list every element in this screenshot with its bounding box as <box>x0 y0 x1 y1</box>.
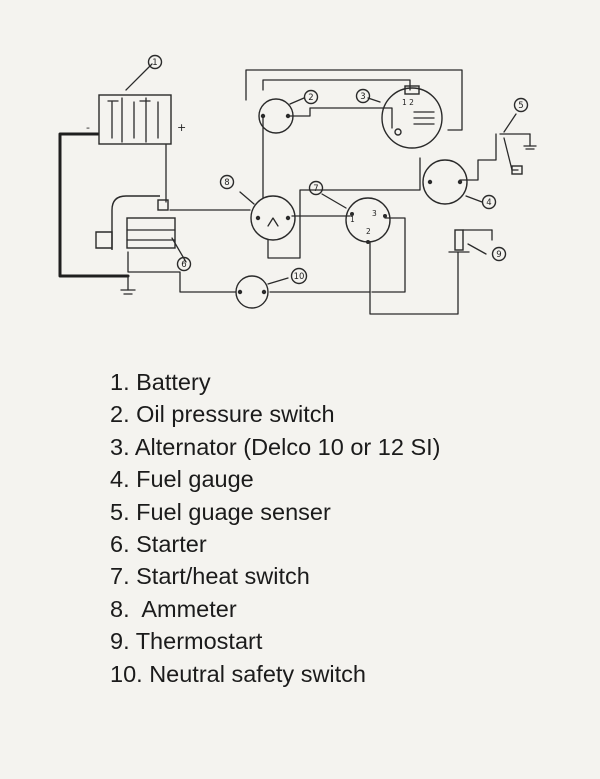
svg-text:3: 3 <box>360 92 365 102</box>
fuel-gauge <box>422 159 483 205</box>
legend-item-fuel-gauge-sender: 5. Fuel guage senser <box>110 498 331 525</box>
svg-text:2: 2 <box>308 93 313 103</box>
wire-neutral-safety <box>127 251 237 293</box>
wire-switch7-right <box>371 217 406 293</box>
svg-text:4: 4 <box>486 198 491 208</box>
wire-fuel-gauge-sender <box>459 133 497 181</box>
legend-item-thermostart: 9. Thermostart <box>110 628 263 655</box>
fuel-gauge-sender <box>499 113 537 175</box>
switch7-terminal-2: 2 <box>366 227 371 236</box>
svg-text:6: 6 <box>181 260 186 270</box>
callout-9: 9 <box>491 246 507 262</box>
legend-item-fuel-gauge: 4. Fuel gauge <box>110 466 254 493</box>
callout-8: 8 <box>219 174 235 190</box>
svg-text:9: 9 <box>496 250 501 260</box>
alternator-terminal-labels: 1 2 <box>402 98 414 107</box>
svg-text:10: 10 <box>294 272 305 282</box>
legend-item-alternator: 3. Alternator (Delco 10 or 12 SI) <box>110 433 441 460</box>
legend-item-starter: 6. Starter <box>110 531 207 558</box>
wire-switch7-down <box>369 241 459 315</box>
battery-plus-symbol: + <box>177 121 186 134</box>
callout-5: 5 <box>513 97 529 113</box>
battery-minus-symbol: - <box>86 121 90 134</box>
callout-10: 10 <box>290 267 308 285</box>
battery: - + <box>86 63 186 145</box>
svg-text:1: 1 <box>152 58 157 68</box>
oil-pressure-switch <box>258 97 305 134</box>
svg-text:5: 5 <box>518 101 523 111</box>
callout-2: 2 <box>303 89 319 105</box>
legend-item-start-heat-switch: 7. Start/heat switch <box>110 563 310 590</box>
legend-item-oil-pressure-switch: 2. Oil pressure switch <box>110 401 335 428</box>
switch7-terminal-1: 1 <box>350 215 355 224</box>
legend-item-battery: 1. Battery <box>110 369 211 395</box>
svg-text:8: 8 <box>224 178 229 188</box>
start-heat-switch: 1 2 3 <box>321 193 391 244</box>
switch7-terminal-3: 3 <box>372 209 377 218</box>
thermostart <box>448 229 493 255</box>
alternator: 1 2 <box>367 85 443 149</box>
callout-3: 3 <box>355 88 371 104</box>
wire-oil-switch-right <box>287 107 393 129</box>
callout-1: 1 <box>147 54 163 70</box>
neutral-safety-switch <box>235 275 289 309</box>
wire-ammeter-bottom <box>267 157 421 259</box>
legend-item-neutral-safety-switch: 10. Neutral safety switch <box>110 660 366 687</box>
ammeter <box>239 191 296 241</box>
callout-7: 7 <box>308 180 324 196</box>
callout-4: 4 <box>481 194 497 210</box>
wires <box>58 69 497 315</box>
wire-battery-negative <box>58 132 130 278</box>
svg-text:7: 7 <box>313 184 318 194</box>
wire-top-inner <box>262 79 411 91</box>
wire-top-loop <box>245 69 463 131</box>
wiring-diagram: - + 1 2 <box>58 54 537 315</box>
starter <box>95 195 187 295</box>
legend-item-ammeter: 8. Ammeter <box>110 595 237 622</box>
callout-6: 6 <box>176 256 192 272</box>
component-legend: 1. Battery 2. Oil pressure switch 3. Alt… <box>110 366 440 690</box>
